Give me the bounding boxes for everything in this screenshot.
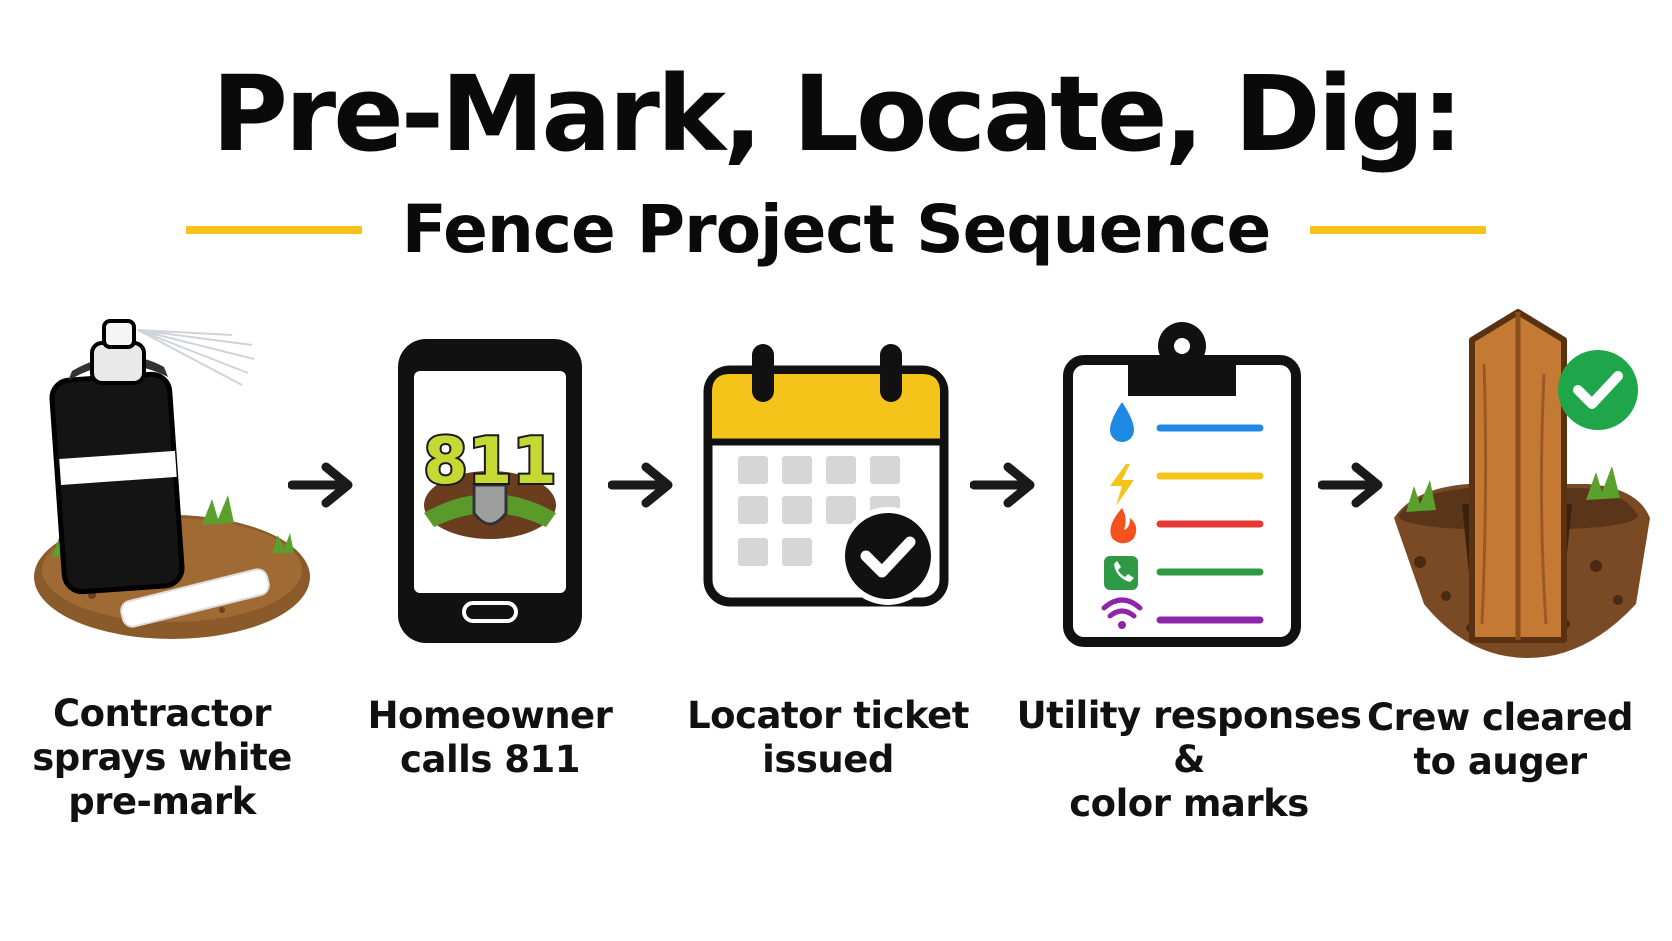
subtitle-row: Fence Project Sequence <box>0 192 1672 272</box>
arrow-icon <box>969 461 1038 513</box>
arrow-icon <box>287 461 356 513</box>
phone-logo-text: 811 <box>423 425 557 499</box>
arrow-icon <box>607 461 676 513</box>
step-label-3: Locator ticket issued <box>687 694 969 781</box>
accent-rule-left <box>186 226 362 234</box>
step-label-2: Homeowner calls 811 <box>367 694 613 781</box>
step-label-1: Contractor sprays white pre-mark <box>32 692 292 823</box>
accent-rule-right <box>1310 226 1486 234</box>
calendar-check-icon <box>702 340 954 622</box>
spray-paint-can-icon <box>22 315 322 655</box>
page-subtitle: Fence Project Sequence <box>401 191 1271 268</box>
step-label-5: Crew cleared to auger <box>1366 696 1634 783</box>
step-label-4: Utility responses & color marks <box>1016 694 1362 825</box>
arrow-icon <box>1317 461 1386 513</box>
clipboard-utilities-icon <box>1062 316 1302 650</box>
page-title: Pre-Mark, Locate, Dig: <box>211 53 1464 175</box>
fence-post-icon <box>1386 304 1650 684</box>
phone-811-icon: 811 <box>394 335 586 647</box>
